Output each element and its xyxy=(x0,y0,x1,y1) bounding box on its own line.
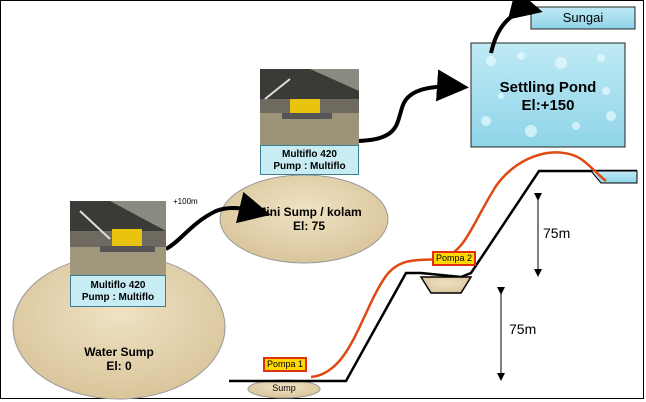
pump-model-lower: Multiflo 420 xyxy=(90,280,146,291)
distance-label: +100m xyxy=(173,197,198,206)
pump-type-upper: Pump : Multiflo xyxy=(273,161,346,172)
flow-arrow-lower xyxy=(164,191,271,251)
height-label-upper: 75m xyxy=(543,225,571,241)
river-label: Sungai xyxy=(562,10,604,25)
height-label-lower: 75m xyxy=(509,321,537,337)
water-drops xyxy=(481,52,616,137)
settling-pond-title: Settling Pond xyxy=(499,79,597,96)
terrain-profile xyxy=(229,169,637,383)
pompa-1-tag: Pompa 1 xyxy=(263,357,307,372)
pool-top xyxy=(589,170,638,184)
discharge-pipe xyxy=(310,151,607,379)
sump-label: Sump xyxy=(272,383,296,393)
settling-pond-label: Settling Pond El:+150 xyxy=(471,79,625,115)
mini-sump-elevation: El: 75 xyxy=(292,219,325,233)
water-sump-elevation: El: 0 xyxy=(106,359,132,373)
water-sump-label: Water Sump El: 0 xyxy=(69,345,169,373)
pump-label-lower: Multiflo 420 Pump : Multiflo xyxy=(70,275,166,307)
pump-type-lower: Pump : Multiflo xyxy=(81,292,155,303)
pompa-2-tag: Pompa 2 xyxy=(432,251,476,266)
pump-model-upper: Multiflo 420 xyxy=(281,149,337,160)
flow-arrow-mid xyxy=(352,69,469,143)
mini-sump-title: Mini Sump / kolam xyxy=(256,205,362,219)
flow-arrow-upper xyxy=(489,1,543,54)
pump-photo-lower xyxy=(70,201,166,275)
water-sump-title: Water Sump xyxy=(84,345,154,359)
pump-photo-upper xyxy=(260,69,359,145)
mini-sump-label: Mini Sump / kolam El: 75 xyxy=(239,205,379,233)
pump-label-upper: Multiflo 420 Pump : Multiflo xyxy=(260,145,359,175)
settling-pond-elevation: El:+150 xyxy=(521,97,575,114)
pool-mid xyxy=(419,276,473,294)
